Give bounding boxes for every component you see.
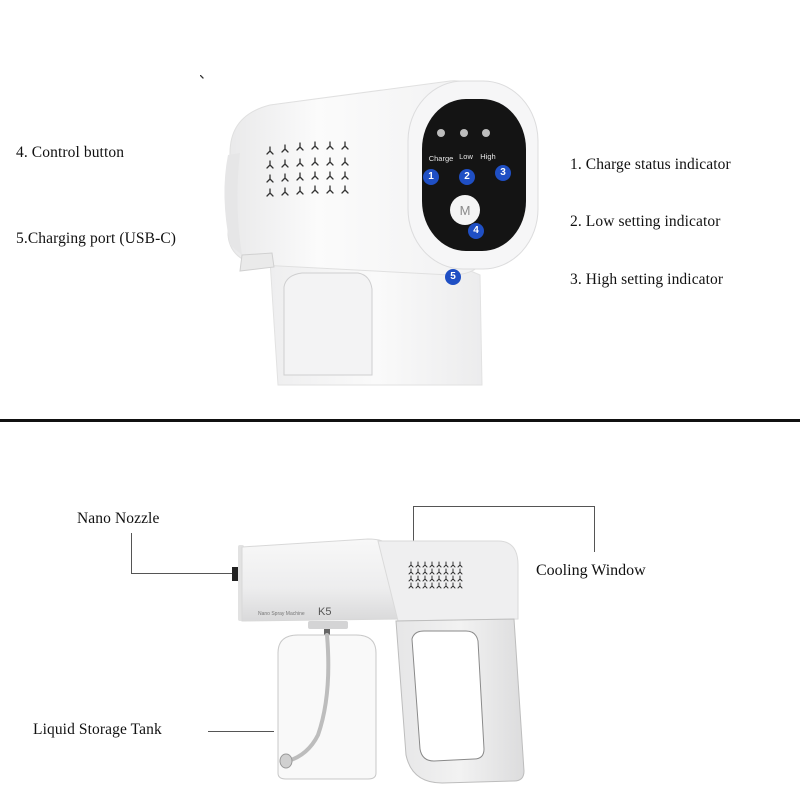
label-charge-indicator: 1. Charge status indicator (570, 156, 731, 173)
cooling-grille-top (266, 141, 349, 197)
device-model: K5 (318, 606, 331, 618)
leader-cooling-top (413, 506, 595, 507)
device-side-illustration: Nano Spray Machine K5 (232, 538, 525, 784)
section-divider (0, 419, 800, 422)
leader-cooling-right (594, 506, 595, 552)
badge-3: 3 (495, 165, 511, 181)
leader-cooling-left (413, 506, 414, 568)
leader-nozzle-v (131, 533, 132, 573)
badge-2: 2 (459, 169, 475, 185)
device-top-illustration: Charge Low High M (200, 75, 539, 386)
label-nano-nozzle: Nano Nozzle (77, 510, 160, 527)
device-top-view: Charge Low High M 1 2 3 4 5 (200, 75, 540, 395)
device-side-view: Nano Spray Machine K5 (228, 535, 528, 790)
label-charging-port: 5.Charging port (USB-C) (16, 230, 177, 247)
badge-1: 1 (423, 169, 439, 185)
indicator-label-low: Low (459, 152, 473, 161)
indicator-label-charge: Charge (429, 154, 454, 163)
mode-button-label: M (460, 203, 471, 218)
label-cooling-window: Cooling Window (536, 562, 646, 579)
leader-tank (208, 731, 274, 732)
label-liquid-tank: Liquid Storage Tank (33, 721, 162, 738)
device-subtitle: Nano Spray Machine (258, 611, 305, 617)
badge-5: 5 (445, 269, 461, 285)
label-control-button: 4. Control button (16, 144, 125, 161)
indicator-label-high: High (480, 152, 495, 161)
badge-4: 4 (468, 223, 484, 239)
label-high-indicator: 3. High setting indicator (570, 271, 724, 288)
label-low-indicator: 2. Low setting indicator (570, 213, 721, 230)
leader-nozzle-h (131, 573, 235, 574)
